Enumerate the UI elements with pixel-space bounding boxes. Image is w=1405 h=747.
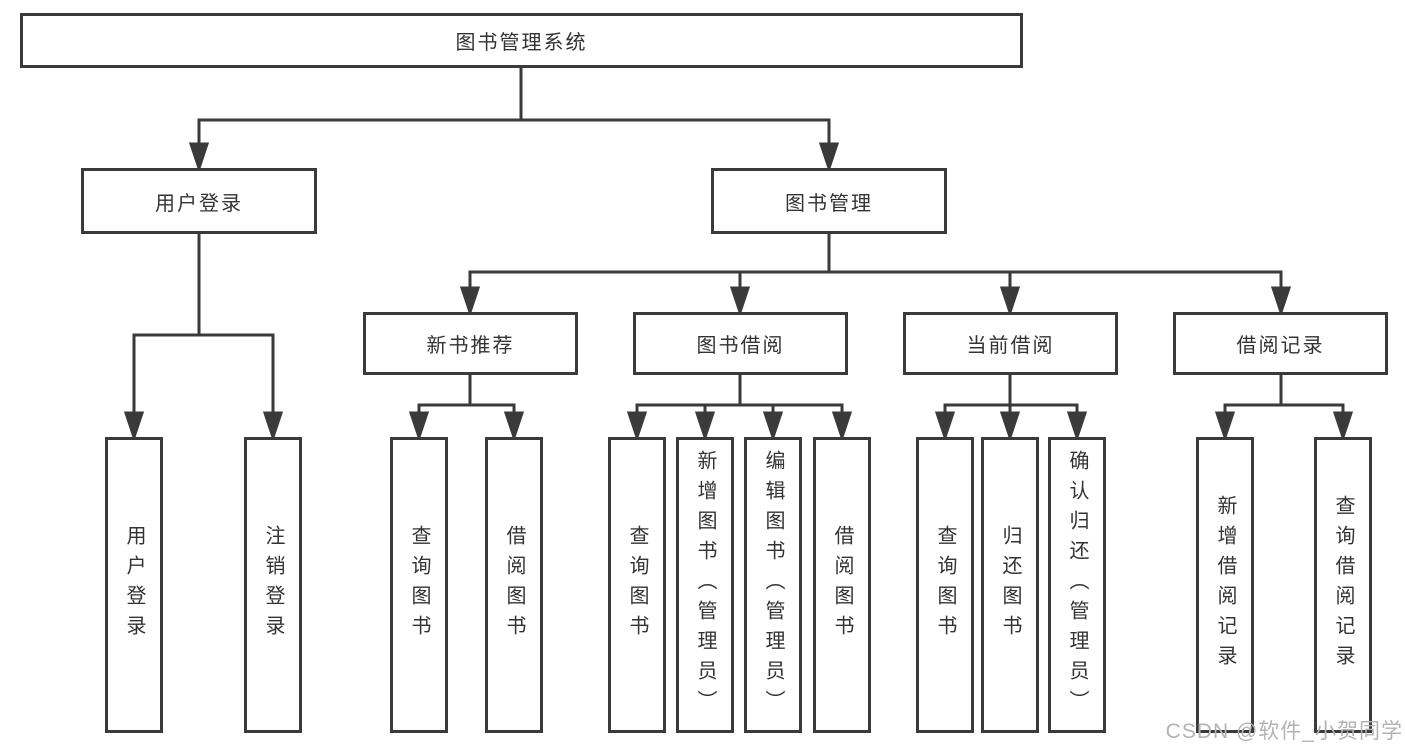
node-query-books-recommend: 查询图书 (390, 437, 448, 733)
node-label: 当前借阅 (966, 335, 1055, 357)
node-label: 新增图书（管理员） (694, 450, 716, 720)
node-current-borrowing: 当前借阅 (903, 312, 1118, 375)
node-new-book-recommendation: 新书推荐 (363, 312, 578, 375)
node-label: 查询图书 (626, 525, 648, 645)
node-edit-books-admin: 编辑图书（管理员） (744, 437, 802, 733)
node-label: 确认归还（管理员） (1066, 450, 1088, 720)
node-library-management-system: 图书管理系统 (20, 13, 1023, 68)
node-label: 新书推荐 (426, 335, 515, 357)
node-query-books-borrowing: 查询图书 (608, 437, 666, 733)
csdn-watermark: CSDN @软件_小贺同学 (1165, 720, 1403, 743)
node-label: 借阅图书 (503, 525, 525, 645)
node-query-borrow-record: 查询借阅记录 (1314, 437, 1372, 733)
node-add-books-admin: 新增图书（管理员） (676, 437, 734, 733)
node-book-management: 图书管理 (711, 168, 947, 234)
node-label: 编辑图书（管理员） (762, 450, 784, 720)
node-label: 新增借阅记录 (1214, 495, 1236, 675)
node-user-login: 用户登录 (81, 168, 317, 234)
node-label: 查询图书 (408, 525, 430, 645)
node-confirm-return-admin: 确认归还（管理员） (1048, 437, 1106, 733)
node-book-borrowing: 图书借阅 (633, 312, 848, 375)
node-label: 查询借阅记录 (1332, 495, 1354, 675)
node-add-borrow-record: 新增借阅记录 (1196, 437, 1254, 733)
node-label: 图书管理系统 (455, 32, 588, 54)
node-label: 用户登录 (155, 192, 243, 215)
node-label: 归还图书 (999, 525, 1021, 645)
node-label: 借阅图书 (831, 525, 853, 645)
node-label: 用户登录 (123, 525, 145, 645)
node-borrowing-records: 借阅记录 (1173, 312, 1388, 375)
node-label: 借阅记录 (1236, 335, 1325, 357)
node-return-books: 归还图书 (981, 437, 1039, 733)
node-logout-action: 注销登录 (244, 437, 302, 733)
node-query-books-current: 查询图书 (916, 437, 974, 733)
node-user-login-action: 用户登录 (105, 437, 163, 733)
node-borrow-books-recommend: 借阅图书 (485, 437, 543, 733)
node-label: 查询图书 (934, 525, 956, 645)
node-borrow-books: 借阅图书 (813, 437, 871, 733)
node-label: 注销登录 (262, 525, 284, 645)
node-label: 图书借阅 (696, 335, 785, 357)
node-label: 图书管理 (785, 192, 873, 215)
